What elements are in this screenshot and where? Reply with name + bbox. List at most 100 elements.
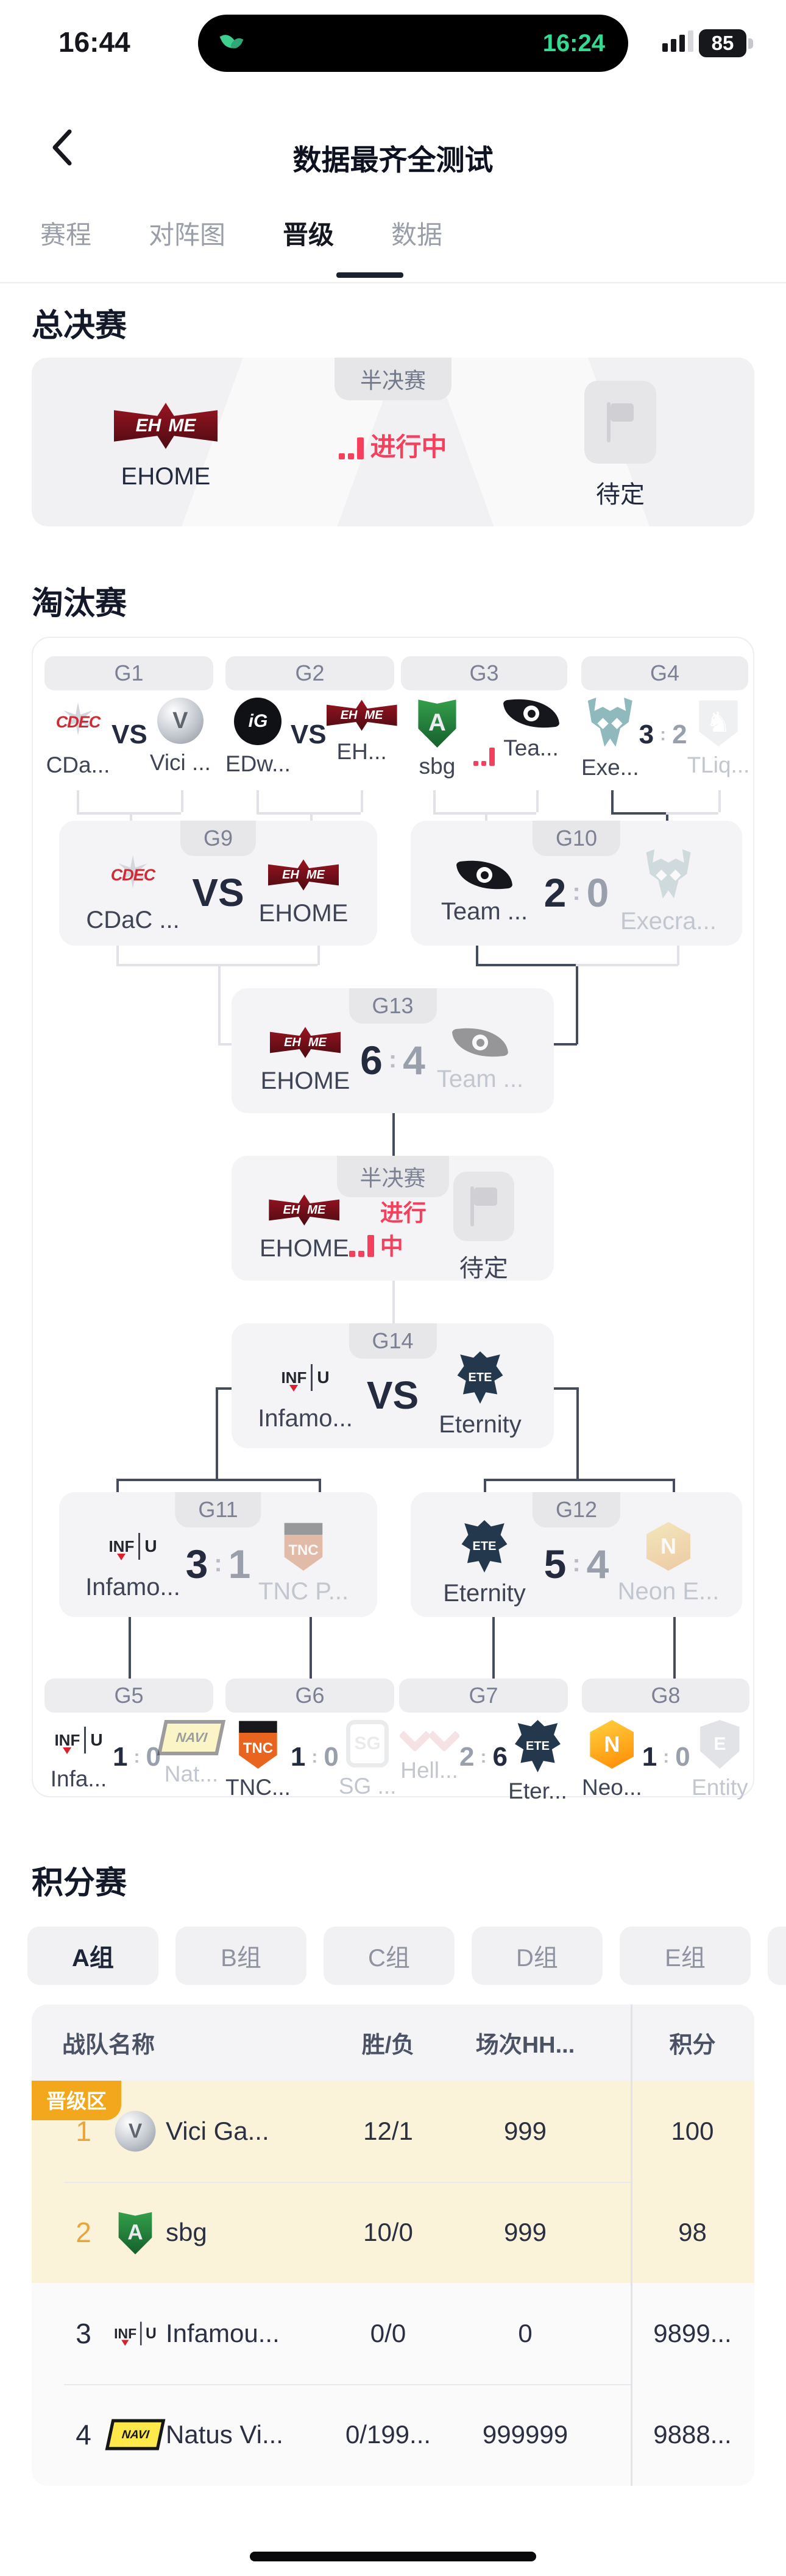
connector-line [116,1479,119,1493]
tab-4[interactable]: 数据 [391,221,443,249]
group-tab-bar: A组 B组 C组 D组 E组 [27,1927,786,1985]
back-button[interactable] [51,129,73,166]
connector-line [666,812,718,815]
match-score: 1:0 [113,1742,161,1772]
match-score: 3:1 [185,1541,251,1587]
connector-line [433,790,436,812]
connector-line [611,790,614,812]
battery-icon: 85 [699,29,753,57]
points-cell: 9888... [653,2420,732,2449]
vs-label: VS [192,870,244,915]
tab-2[interactable]: 对阵图 [149,221,226,249]
team-name: Neo... [582,1775,642,1800]
match-label: G10 [532,821,621,856]
hellraisers-logo [398,1719,461,1752]
team-name: Exe... [581,755,639,780]
team-name: EHOME [260,1235,349,1262]
island-timer: 16:24 [542,29,605,57]
column-header-4: 积分 [669,2033,716,2058]
team-name: Eter... [508,1778,567,1803]
match-score: 1:0 [290,1742,339,1772]
sg-logo: SG [346,1720,389,1767]
connector-line [484,1479,486,1493]
team-name: EHOME [260,1067,350,1094]
group-tab-4[interactable]: D组 [472,1927,603,1985]
connector-line [257,812,361,815]
match-score: 2:6 [459,1742,508,1772]
group-tab-1[interactable]: A组 [27,1927,158,1985]
vs-label: VS [112,720,147,749]
tnc-logo: TNC [283,1522,324,1571]
connector-line [433,812,536,815]
connector-line [484,1479,674,1481]
connector-line [218,1043,233,1046]
tab-3[interactable]: 晋级 [283,221,335,249]
finals-stage-badge: 半决赛 [334,358,452,400]
connector-line [554,1043,577,1046]
live-status-text: 进行中 [370,433,447,461]
connector-line [718,790,721,812]
connector-line [576,1387,579,1480]
navi-logo: NAVI [105,2419,166,2450]
team-name-cell: Natus Vi... [166,2420,283,2449]
group-tab-3[interactable]: C组 [324,1927,455,1985]
team-name: Entity [692,1775,748,1800]
group-tab-2[interactable]: B组 [175,1927,306,1985]
connector-line [485,812,487,822]
vs-label: VS [366,1373,419,1417]
match-label: G3 [401,656,567,690]
column-header-2: 胜/负 [361,2033,415,2058]
column-header-3: 场次HH... [475,2033,575,2058]
connector-line [116,1479,320,1481]
games-cell: 999 [503,2218,547,2246]
connector-line [116,946,119,965]
table-header: 战队名称胜/负场次HH...积分 [32,2005,754,2081]
games-cell: 999999 [482,2420,568,2449]
tab-1[interactable]: 赛程 [40,221,92,249]
dynamic-island: 16:24 [198,15,628,72]
bracket-team: Team ... [439,859,530,925]
live-icon [339,437,364,464]
group-tab-5[interactable]: E组 [620,1927,751,1985]
group-tab-6[interactable] [768,1927,786,1985]
match-label: G5 [44,1679,213,1713]
section-title-finals: 总决赛 [32,308,127,344]
rank-cell: 3 [76,2318,91,2349]
team-name: 待定 [595,481,645,508]
team-name-cell: sbg [166,2218,207,2246]
team-name: 待定 [459,1254,508,1282]
